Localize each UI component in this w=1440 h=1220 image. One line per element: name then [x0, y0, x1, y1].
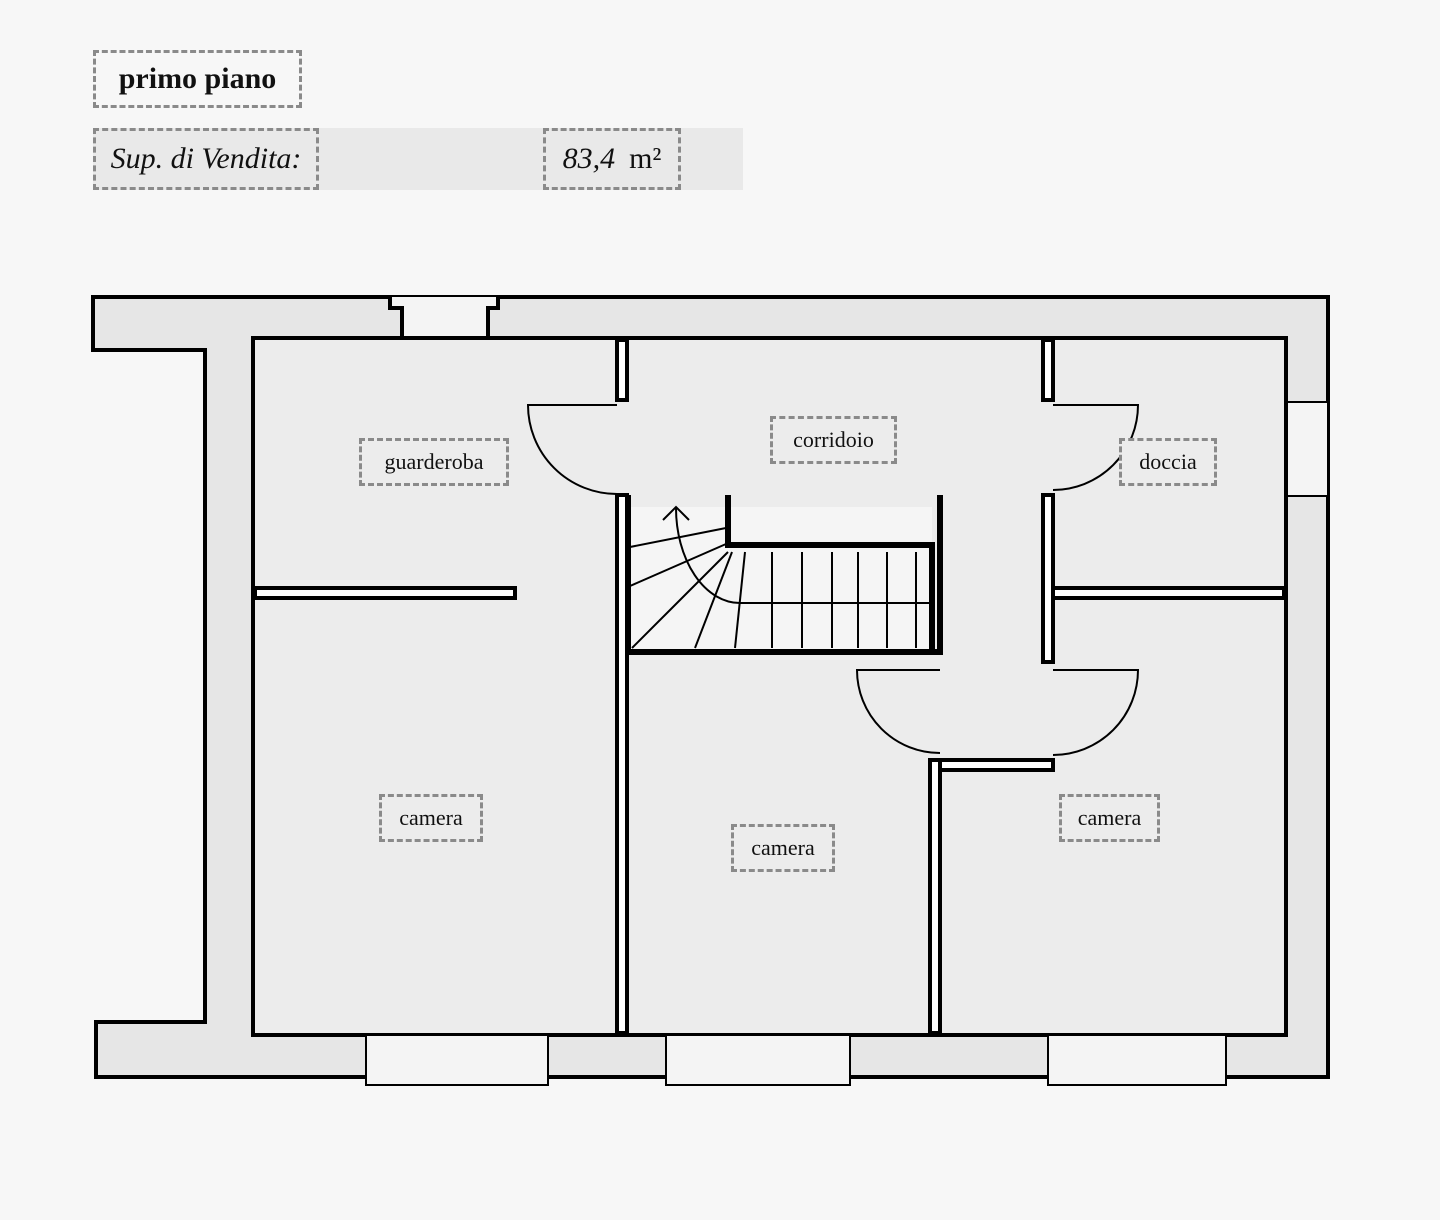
area-value: 83,4: [562, 142, 616, 175]
window-right: [1286, 401, 1329, 497]
window-top: [388, 297, 500, 340]
doors: [526, 404, 1140, 756]
door-swing: [526, 404, 618, 495]
window-bottom-center: [665, 1034, 851, 1086]
stair-arrow-icon: [662, 505, 690, 521]
wall: [1041, 338, 1055, 402]
wall: [1041, 493, 1055, 664]
staircase: [625, 495, 943, 655]
door-swing: [1052, 404, 1140, 491]
room-label-guarderoba: guarderoba: [359, 438, 509, 486]
windows: [365, 297, 1329, 1086]
room-label-camera-left: camera: [379, 794, 483, 842]
floor-title: primo piano: [93, 50, 302, 108]
room-label-doccia: doccia: [1119, 438, 1217, 486]
area-unit: m²: [629, 142, 662, 175]
stair-steps: [629, 505, 930, 649]
room-label-corridoio: corridoio: [770, 416, 897, 464]
wall: [928, 758, 942, 1035]
window-bottom-right: [1047, 1034, 1227, 1086]
area-row: [93, 128, 743, 190]
wall: [1051, 586, 1286, 600]
wall: [615, 493, 629, 1035]
area-label: Sup. di Vendita:: [93, 128, 319, 190]
room-label-camera-right: camera: [1059, 794, 1160, 842]
wall: [938, 758, 1055, 772]
wall: [253, 586, 517, 600]
window-bottom-left: [365, 1034, 549, 1086]
door-swing: [1052, 669, 1140, 756]
area-value-box: 83,4 m²: [543, 128, 681, 190]
room-label-camera-center: camera: [731, 824, 835, 872]
door-swing: [855, 669, 941, 754]
interior-walls: [253, 338, 1286, 1035]
wall: [615, 338, 629, 402]
